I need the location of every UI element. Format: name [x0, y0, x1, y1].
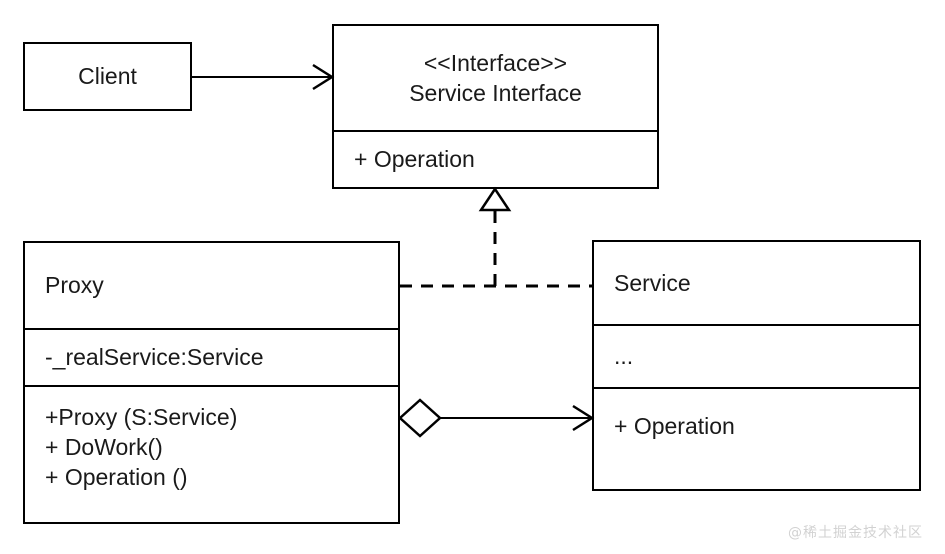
connector-realization-tree: [400, 186, 592, 288]
proxy-operations-compartment: +Proxy (S:Service) + DoWork() + Operatio…: [25, 385, 398, 522]
class-box-client[interactable]: Client: [23, 42, 192, 111]
connector-proxy-aggregates-service: [398, 398, 595, 438]
service-interface-operation-1: + Operation: [354, 146, 475, 173]
service-operation-1: + Operation: [614, 413, 735, 439]
service-name-compartment: Service: [594, 242, 919, 324]
proxy-name-compartment: Proxy: [25, 243, 398, 328]
hollow-diamond-icon: [398, 398, 442, 438]
open-arrowhead-icon: [312, 63, 335, 91]
service-interface-class-name: Service Interface: [409, 80, 582, 106]
service-operations-compartment: + Operation: [594, 387, 919, 489]
service-interface-name-compartment: <<Interface>> Service Interface: [334, 26, 657, 130]
open-arrowhead-icon: [572, 404, 595, 432]
proxy-class-name: Proxy: [45, 272, 104, 299]
hollow-triangle-arrowhead-icon: [478, 186, 512, 212]
proxy-attributes-compartment: -_realService:Service: [25, 328, 398, 385]
client-class-name: Client: [78, 63, 137, 90]
class-box-service-interface[interactable]: <<Interface>> Service Interface + Operat…: [332, 24, 659, 189]
service-interface-stereotype: <<Interface>>: [423, 49, 568, 76]
proxy-operation-3: + Operation (): [45, 463, 188, 490]
service-attributes-compartment: ...: [594, 324, 919, 387]
service-class-name: Service: [614, 269, 691, 296]
client-name-compartment: Client: [25, 44, 190, 109]
proxy-operation-2: + DoWork(): [45, 433, 163, 460]
service-interface-operations-compartment: + Operation: [334, 130, 657, 187]
class-box-service[interactable]: Service ... + Operation: [592, 240, 921, 491]
service-attribute-1: ...: [614, 343, 634, 370]
connector-client-uses-interface: [192, 63, 335, 91]
class-box-proxy[interactable]: Proxy -_realService:Service +Proxy (S:Se…: [23, 241, 400, 524]
proxy-operation-1: +Proxy (S:Service): [45, 404, 238, 430]
proxy-attribute-1: -_realService:Service: [45, 344, 264, 371]
watermark: @稀土掘金技术社区: [788, 525, 923, 541]
